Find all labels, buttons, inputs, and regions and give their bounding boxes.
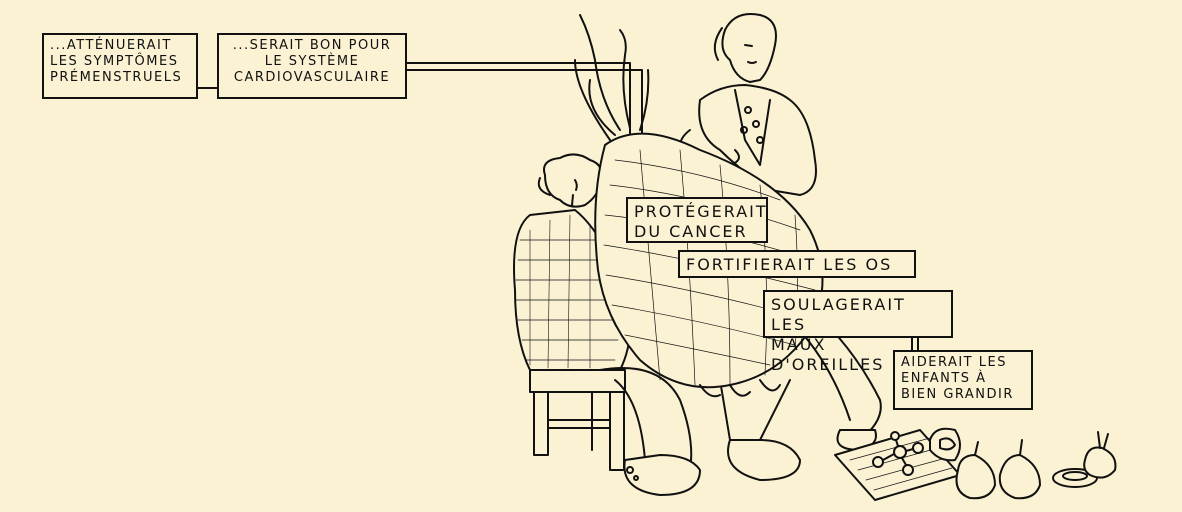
label-ears: SOULAGERAIT LES MAUX D'OREILLES <box>763 290 953 374</box>
label-children: AIDERAIT LES ENFANTS À BIEN GRANDIR <box>893 350 1033 410</box>
label-cancer: PROTÉGERAIT DU CANCER <box>626 197 768 243</box>
standing-man <box>679 13 882 481</box>
small-onions <box>929 427 1117 500</box>
label-bones: FORTIFIERAIT LES OS <box>678 250 916 278</box>
label-cardiovascular: ...SERAIT BON POUR LE SYSTÈME CARDIOVASC… <box>217 33 407 99</box>
chair <box>529 369 626 471</box>
mat <box>834 429 961 501</box>
label-premenstrual: ...ATTÉNUERAIT LES SYMPTÔMES PRÉMENSTRUE… <box>42 33 198 99</box>
